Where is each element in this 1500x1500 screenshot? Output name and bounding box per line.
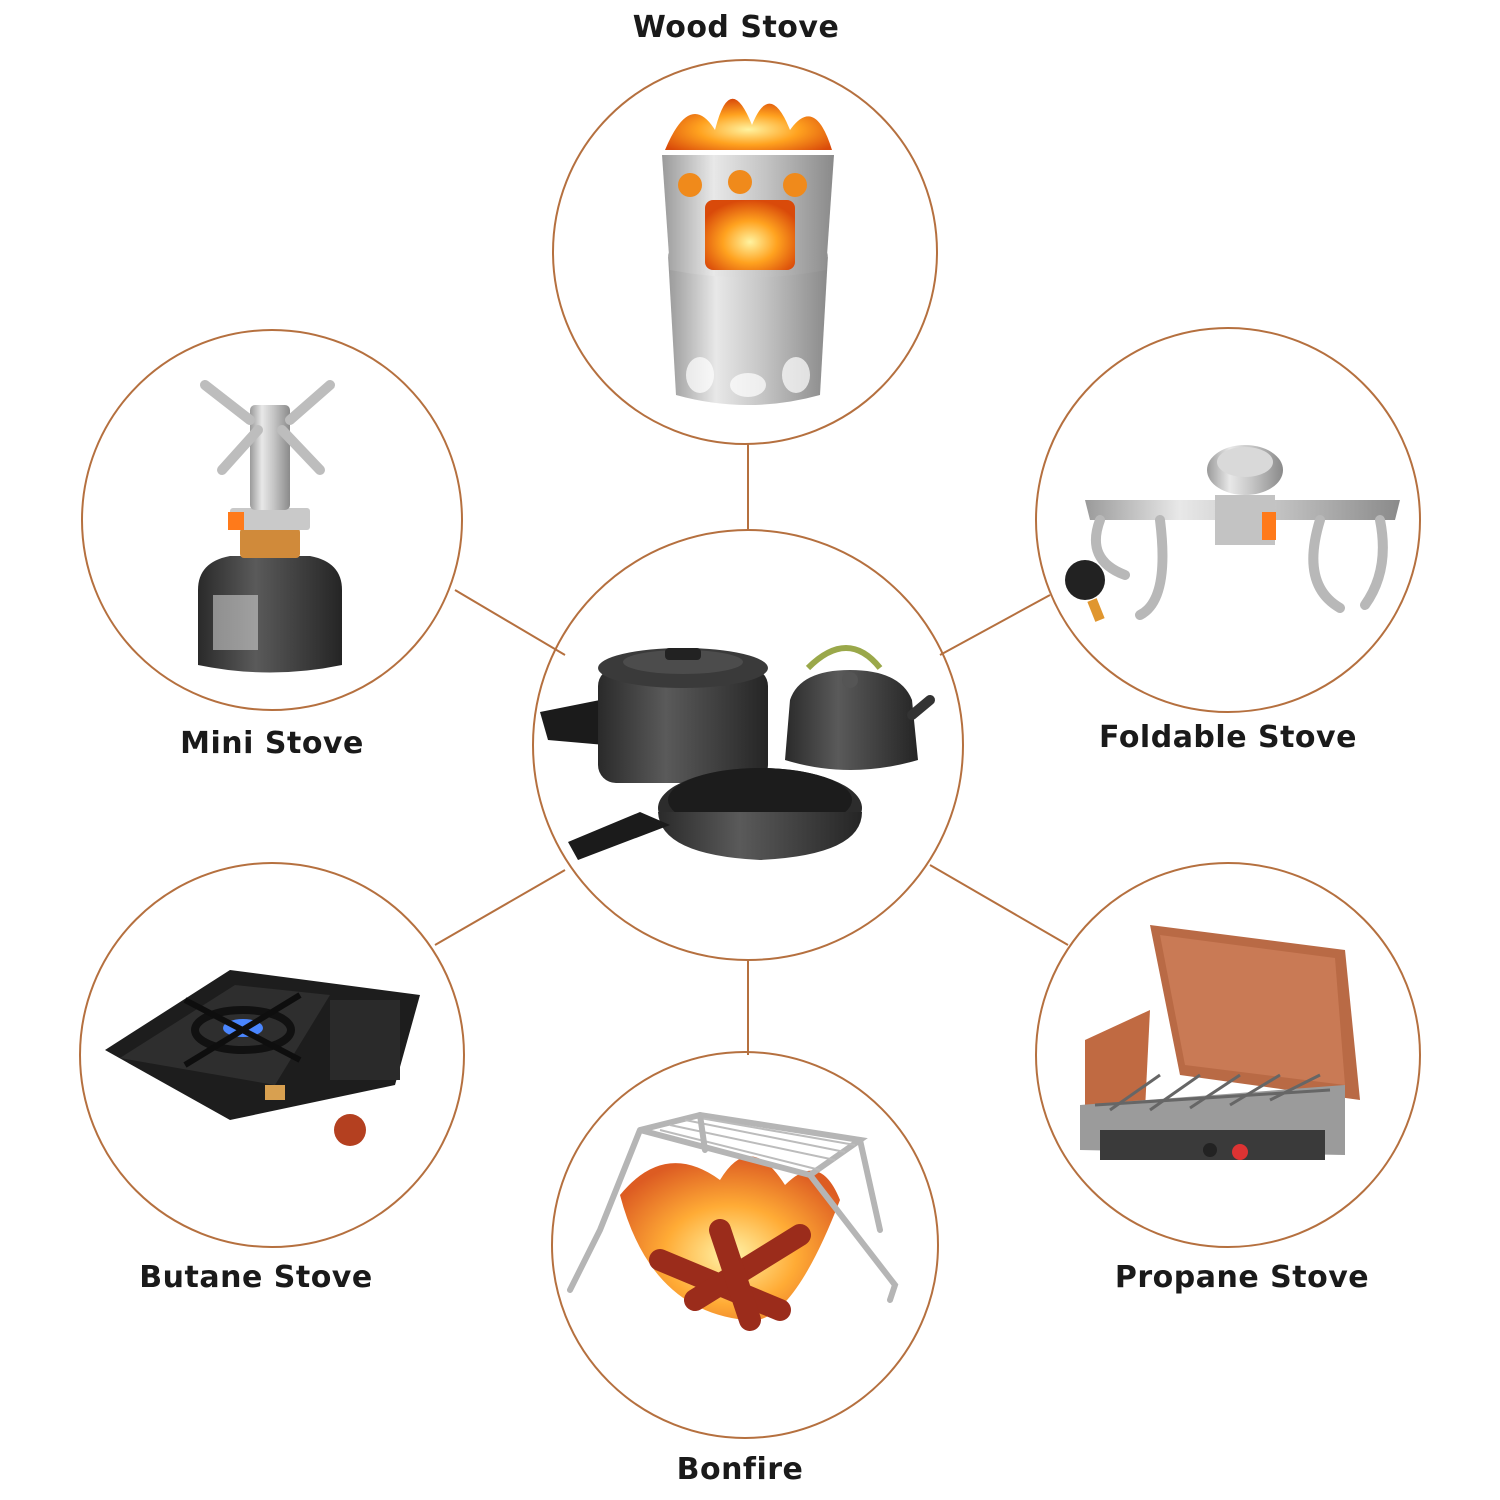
- ring-mini-stove: [81, 329, 463, 711]
- cookware-set-image: [540, 645, 935, 860]
- label-butane-stove: Butane Stove: [139, 1260, 373, 1295]
- ring-propane-stove: [1035, 862, 1421, 1248]
- connector-mini-stove: [454, 589, 566, 656]
- wood-stove-image: [662, 98, 834, 405]
- ring-foldable-stove: [1035, 327, 1421, 713]
- label-wood-stove: Wood Stove: [632, 10, 840, 45]
- label-propane-stove: Propane Stove: [1114, 1260, 1370, 1295]
- ring-bonfire: [551, 1051, 939, 1439]
- foldable-stove-image: [1065, 445, 1400, 622]
- label-foldable-stove: Foldable Stove: [1099, 720, 1357, 755]
- connector-lines: [434, 443, 1069, 1055]
- connector-foldable-stove: [939, 594, 1051, 656]
- ring-wood-stove: [552, 59, 938, 445]
- ring-center: [532, 529, 964, 961]
- bonfire-image: [567, 1111, 899, 1331]
- connector-propane-stove: [929, 864, 1069, 946]
- connector-butane-stove: [434, 869, 566, 946]
- ring-butane-stove: [79, 862, 465, 1248]
- mini-stove-image: [198, 380, 342, 673]
- label-bonfire: Bonfire: [676, 1452, 804, 1487]
- butane-stove-image: [105, 970, 420, 1146]
- label-mini-stove: Mini Stove: [180, 726, 364, 761]
- propane-stove-image: [1080, 925, 1360, 1160]
